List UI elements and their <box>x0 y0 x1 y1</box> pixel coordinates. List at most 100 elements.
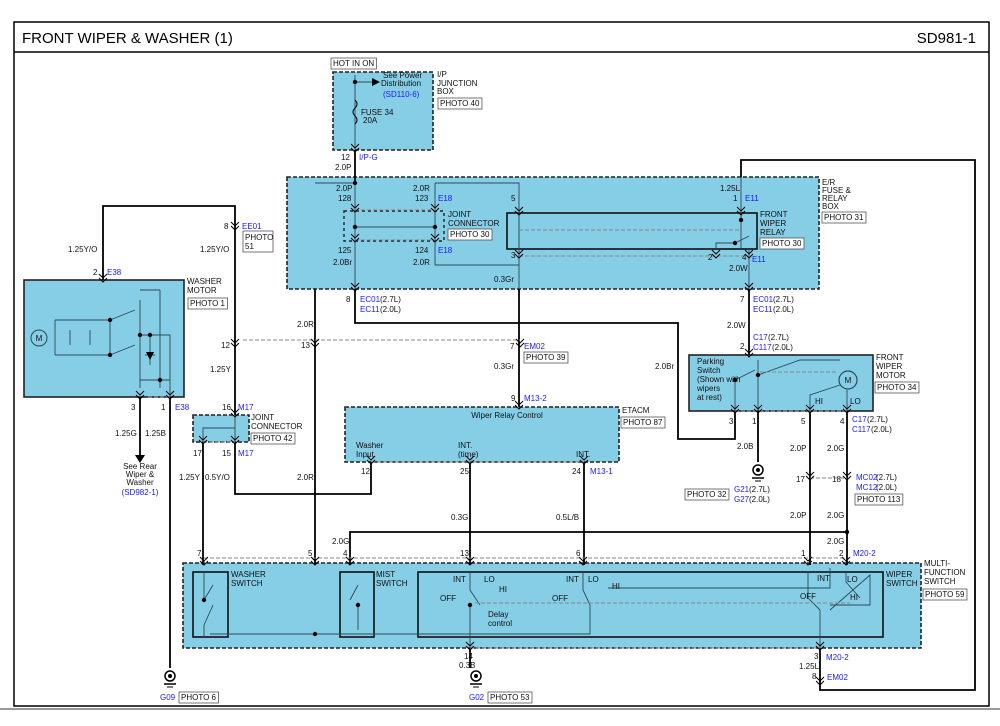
connector-chevron-icon <box>744 282 754 292</box>
connectors <box>98 143 852 686</box>
label-ws2: SWITCH <box>231 579 263 588</box>
label-m202a: M20-2 <box>853 549 876 558</box>
photo-ref-box <box>523 351 569 364</box>
label-w10: 1.25Y/O <box>68 245 97 254</box>
photo-ref-box <box>922 588 968 601</box>
photo-ref-box <box>250 432 296 445</box>
label-em02b: EM02 <box>827 673 848 682</box>
splice-dot <box>107 352 113 358</box>
label-wi1: Washer <box>356 441 384 450</box>
er-fuse-relay-box <box>286 176 820 290</box>
photo-ref-box <box>187 297 228 310</box>
connector-chevron-icon <box>805 471 815 481</box>
washer-motor <box>23 279 185 398</box>
label-m17-pin15: 15 <box>222 449 231 458</box>
label-mfs3: SWITCH <box>924 577 956 586</box>
label-c17a-v: (2.7L) <box>768 333 789 342</box>
label-wrc: Wiper Relay Control <box>471 411 543 420</box>
label-ec11a-v: (2.0L) <box>380 305 401 314</box>
label-jc42-photo: PHOTO 42 <box>253 434 293 443</box>
label-it1: INT. <box>458 441 472 450</box>
label-sc-lo: LO <box>847 575 858 584</box>
connector-chevron-icon <box>230 338 240 348</box>
label-photo113: PHOTO 113 <box>857 495 901 504</box>
label-w21: 0.3G <box>451 513 468 522</box>
label-s5: 5 <box>308 549 313 558</box>
connector-chevron-icon <box>842 471 852 481</box>
label-wm1: WASHER <box>187 277 222 286</box>
label-dc2: control <box>488 619 512 628</box>
label-s13: 13 <box>460 549 469 558</box>
label-w31: 1.25L <box>799 662 820 671</box>
wires <box>102 150 976 691</box>
label-p12: 12 <box>221 341 230 350</box>
label-p128: 128 <box>338 194 352 203</box>
label-w2: 2.0P <box>336 184 352 193</box>
connector-chevron-icon <box>465 556 475 566</box>
label-p1: 1 <box>733 194 738 203</box>
label-p4: 4 <box>742 253 747 262</box>
label-int2: INT. <box>576 450 590 459</box>
label-w1: 2.0P <box>335 163 351 172</box>
connector-chevron-icon <box>744 348 754 358</box>
label-hi: HI <box>815 397 823 406</box>
label-em02a: EM02 <box>524 342 545 351</box>
label-ps2: Switch <box>697 366 721 375</box>
ground-symbol-icon <box>470 670 482 688</box>
connector-chevron-icon <box>744 249 754 259</box>
label-w9: 2.0W <box>727 321 746 330</box>
label-ec11b-v: (2.0L) <box>773 305 794 314</box>
label-em02-photo: PHOTO 39 <box>526 353 566 362</box>
label-w15: 1.25B <box>145 429 166 438</box>
label-sp1: See Power <box>383 71 422 80</box>
label-jc2: CONNECTOR <box>448 219 500 228</box>
connector-chevron-icon <box>842 404 852 414</box>
splice-dot <box>755 372 761 378</box>
label-sa-lo: LO <box>484 575 495 584</box>
label-s6: 6 <box>576 549 581 558</box>
splice-dot <box>352 180 358 186</box>
label-photo53: PHOTO 53 <box>490 693 530 702</box>
label-e11b: E11 <box>752 255 766 264</box>
connector-chevron-icon <box>515 338 525 348</box>
connector-chevron-icon <box>350 143 360 153</box>
label-mc-pin17: 17 <box>796 475 805 484</box>
label-ps1: Parking <box>697 357 724 366</box>
label-p125: 125 <box>338 246 352 255</box>
label-fuse1: FUSE 34 <box>361 108 394 117</box>
label-fwm3: MOTOR <box>876 371 906 380</box>
label-sb-lo: LO <box>588 575 599 584</box>
label-er3: RELAY <box>822 194 848 203</box>
label-c17-pin2: 2 <box>740 342 745 351</box>
label-w16: 1.25Y <box>179 473 201 482</box>
connector-chevron-icon <box>514 400 524 410</box>
connector-chevron-icon <box>350 282 360 292</box>
label-e11a: E11 <box>745 194 759 203</box>
label-w23: 2.0B <box>737 442 753 451</box>
label-e38-pin3: 3 <box>131 403 136 412</box>
label-fwr1: FRONT <box>760 210 788 219</box>
label-m17b: M17 <box>238 449 254 458</box>
label-m17-pin17: 17 <box>193 449 202 458</box>
connector-chevron-icon <box>753 404 763 414</box>
label-e38-pin2: 2 <box>93 268 98 277</box>
label-p13: 13 <box>301 341 310 350</box>
photo-ref-box <box>684 488 730 501</box>
label-lo: LO <box>850 397 861 406</box>
photo-ref-box <box>487 691 533 704</box>
label-m17-pin16: 16 <box>222 403 231 412</box>
label-ipjb3: BOX <box>437 87 455 96</box>
label-e38b: E38 <box>175 403 190 412</box>
front-wiper-relay <box>506 212 758 250</box>
label-rear3: Washer <box>126 478 154 487</box>
connector-chevron-icon <box>578 556 588 566</box>
label-jc1: JOINT <box>448 210 471 219</box>
connector-chevron-icon <box>465 455 475 465</box>
label-w4: 2.0R <box>413 184 430 193</box>
splice-dot <box>147 332 153 338</box>
front-wiper-motor <box>688 354 874 412</box>
label-p8: 8 <box>346 295 351 304</box>
label-c117b: C117 <box>852 425 871 434</box>
connector-chevron-icon <box>815 676 825 686</box>
label-c17b: C17 <box>852 415 867 424</box>
